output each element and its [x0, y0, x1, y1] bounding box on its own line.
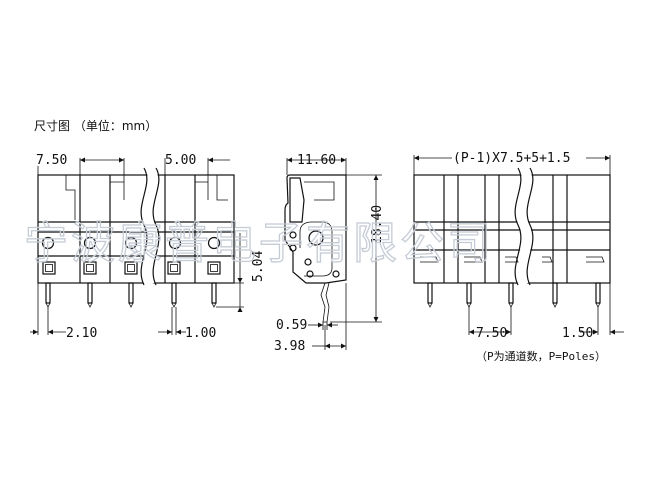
dim-total-width: (P-1)X7.5+5+1.5: [453, 151, 570, 166]
dim-front-pitch: 7.50: [476, 326, 507, 341]
dim-pitch-top: 7.50: [36, 153, 67, 168]
dim-side-pin-thick: 0.59: [276, 318, 307, 333]
dim-pin-width: 1.00: [185, 326, 216, 341]
dim-pitch-top-2: 5.00: [165, 153, 196, 168]
drawing-caption: 尺寸图 （单位：mm）: [34, 118, 157, 133]
dim-pin-height: 5.04: [251, 251, 266, 282]
dim-pin-offset: 2.10: [66, 326, 97, 341]
side-view: 11.60 18.40 0.59 3.98: [274, 153, 385, 354]
dim-side-pin-offset: 3.98: [274, 339, 305, 354]
front-view: (P-1)X7.5+5+1.5 7.50 1.50 （P为通道数，P=Poles…: [413, 151, 624, 363]
dim-front-edge: 1.50: [562, 326, 593, 341]
poles-note: （P为通道数，P=Poles）: [476, 349, 606, 363]
dim-side-width: 11.60: [297, 153, 336, 168]
dim-side-height: 18.40: [370, 205, 385, 244]
left-view: 7.50 5.00 5.04 2.10 1.00: [30, 153, 266, 341]
company-watermark: 宁波康普电子有限公司: [24, 218, 494, 269]
